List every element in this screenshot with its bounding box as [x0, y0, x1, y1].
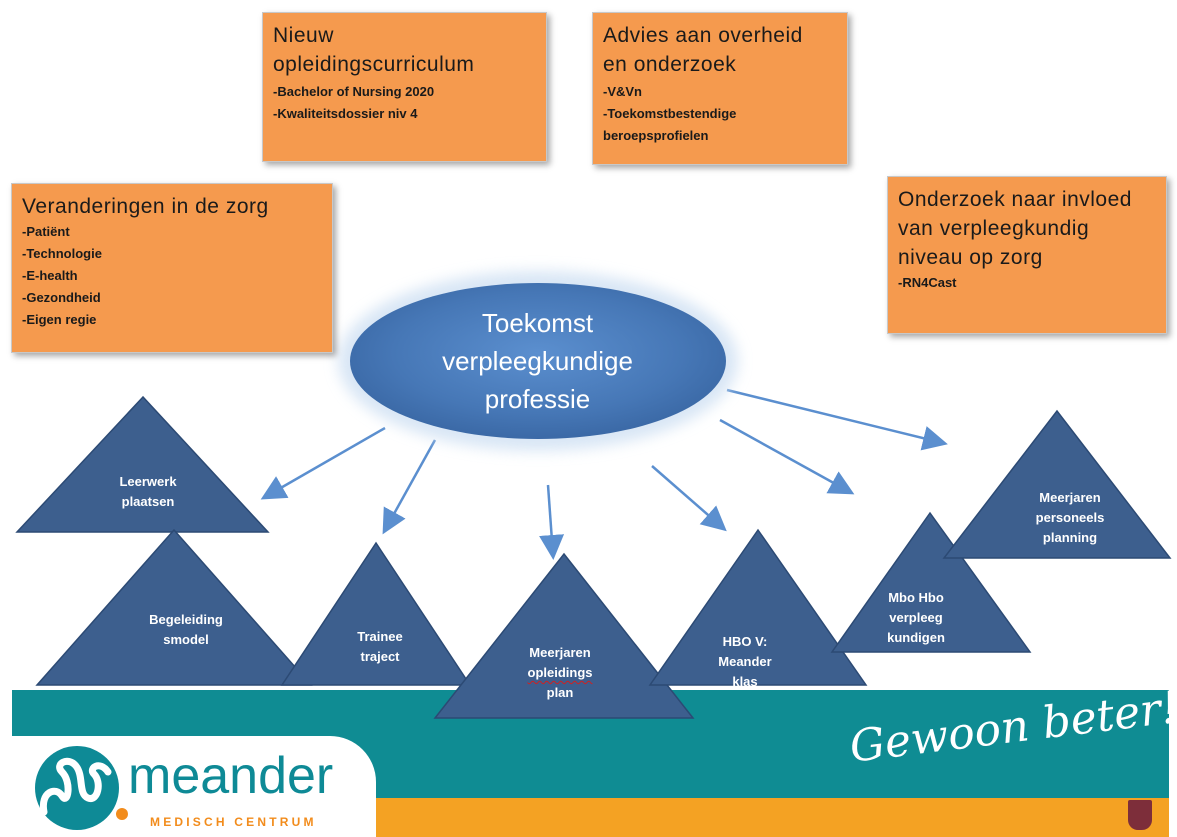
list-item: -Patiënt [22, 224, 70, 239]
triangle-label-line: personeels [1035, 510, 1105, 525]
triangle-label-line: smodel [163, 632, 209, 647]
list-item: -E-health [22, 268, 78, 283]
triangle-label-line: Trainee [357, 629, 403, 644]
arrow-to-personeelsplanning [726, 388, 948, 451]
triangle-label-line: opleidings [527, 665, 593, 680]
box-veranderingen: Veranderingen in de zorg -Patiënt -Techn… [11, 183, 333, 353]
title-line: en onderzoek [603, 53, 737, 76]
triangle-label-line: Meerjaren [529, 645, 591, 660]
list-item: -Bachelor of Nursing 2020 [273, 84, 435, 99]
triangle-hbo [648, 528, 868, 686]
triangle-label-mbo-hbo: Mbo Hbo verpleeg kundigen [887, 588, 945, 648]
title-line: opleidingscurriculum [273, 53, 475, 76]
center-label-line: Toekomst [481, 307, 594, 338]
box-curriculum-title: Nieuw opleidingscurriculum [273, 21, 536, 79]
triangle-label-line: plaatsen [121, 494, 175, 509]
logo-wordmark: meander [128, 747, 334, 805]
box-veranderingen-items: -Patiënt -Technologie -E-health -Gezondh… [22, 221, 322, 331]
triangle-label-trainee: Trainee traject [357, 627, 403, 667]
list-item: -Gezondheid [22, 290, 101, 305]
triangle-label-hbo: HBO V: Meander klas [718, 632, 771, 692]
arrow-to-leerwerk [260, 426, 386, 500]
box-onderzoek: Onderzoek naar invloed van verpleegkundi… [887, 176, 1167, 334]
triangle-label-line: Leerwerk [119, 474, 177, 489]
center-label-line: professie [484, 383, 591, 414]
meander-logo-icon [35, 746, 128, 830]
triangle-label-line: kundigen [887, 630, 945, 645]
title-line: van verpleegkundig [898, 217, 1090, 240]
list-item: -Technologie [22, 246, 102, 261]
list-item: beroepsprofielen [603, 128, 709, 143]
triangle-begeleiding [35, 528, 313, 686]
box-onderzoek-title: Onderzoek naar invloed van verpleegkundi… [898, 185, 1156, 272]
title-line: Nieuw [273, 24, 334, 47]
center-ellipse [350, 283, 726, 439]
arrow-to-opleidingsplan [539, 484, 565, 560]
center-label: Toekomst verpleegkundige professie [350, 283, 725, 438]
title-line: Veranderingen in de zorg [22, 195, 269, 218]
center-label-line: verpleegkundige [442, 345, 633, 376]
list-item: -RN4Cast [898, 275, 957, 290]
triangle-leerwerk [15, 395, 270, 533]
arrow-to-hbo [651, 465, 727, 532]
box-veranderingen-title: Veranderingen in de zorg [22, 192, 322, 221]
triangle-label-line: verpleeg [889, 610, 943, 625]
triangle-label-line: Meander [718, 654, 772, 669]
triangle-label-line: Mbo Hbo [888, 590, 944, 605]
triangle-label-line: Meerjaren [1039, 490, 1101, 505]
title-line: niveau op zorg [898, 246, 1043, 269]
triangle-opleidingsplan [433, 552, 695, 719]
triangle-label-line: plan [546, 685, 574, 700]
list-item: -Kwaliteitsdossier niv 4 [273, 106, 418, 121]
triangle-label-begeleiding: Begeleiding smodel [149, 610, 223, 650]
arrow-to-mbo-hbo [719, 418, 855, 495]
triangle-personeelsplanning [942, 409, 1172, 559]
connector-arrows [260, 388, 948, 560]
triangle-label-line: planning [1042, 530, 1098, 545]
box-onderzoek-items: -RN4Cast [898, 272, 1156, 294]
triangle-label-line: Begeleiding [149, 612, 223, 627]
arrow-to-trainee [382, 439, 437, 535]
triangle-label-personeelsplanning: Meerjaren personeels planning [1036, 488, 1105, 548]
triangle-label-line: klas [732, 674, 758, 689]
crest-icon [1128, 800, 1152, 830]
list-item: -V&Vn [603, 84, 642, 99]
box-advies-title: Advies aan overheid en onderzoek [603, 21, 837, 79]
triangle-mbo-hbo [830, 511, 1032, 653]
box-curriculum-items: -Bachelor of Nursing 2020 -Kwaliteitsdos… [273, 81, 536, 125]
box-advies: Advies aan overheid en onderzoek -V&Vn -… [592, 12, 848, 165]
box-advies-items: -V&Vn -Toekomstbestendige beroepsprofiel… [603, 81, 837, 147]
list-item: -Toekomstbestendige [603, 106, 737, 121]
triangle-label-line: traject [360, 649, 400, 664]
title-line: Advies aan overheid [603, 24, 803, 47]
list-item: -Eigen regie [22, 312, 97, 327]
triangle-trainee [280, 541, 472, 686]
logo-subtitle: MEDISCH CENTRUM [150, 815, 317, 829]
triangle-label-line: HBO V: [722, 634, 768, 649]
box-curriculum: Nieuw opleidingscurriculum -Bachelor of … [262, 12, 547, 162]
triangle-label-leerwerk: Leerwerk plaatsen [119, 472, 176, 512]
triangle-label-opleidingsplan: Meerjaren opleidings plan [528, 643, 593, 703]
title-line: Onderzoek naar invloed [898, 188, 1132, 211]
